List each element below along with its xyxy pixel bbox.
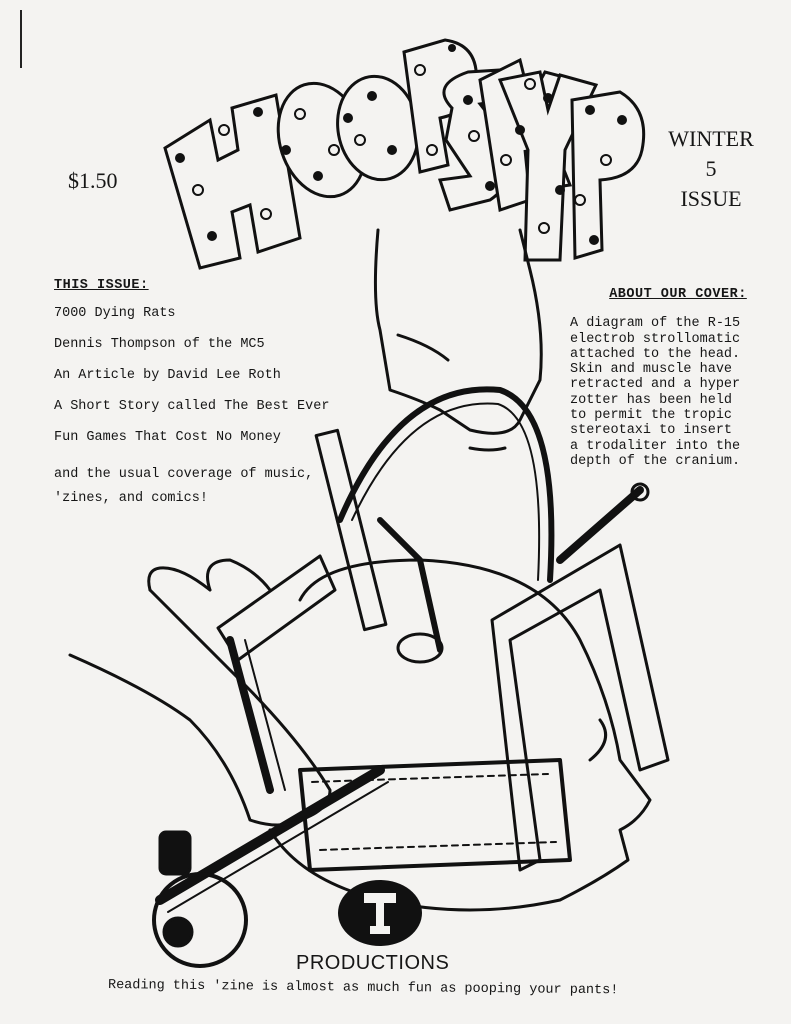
contents-list: THIS ISSUE: 7000 Dying Rats Dennis Thomp… <box>54 278 384 508</box>
contents-item: and the usual coverage of music, <box>54 467 314 482</box>
about-cover: ABOUT OUR COVER: A diagram of the R-15 e… <box>570 287 770 469</box>
about-cover-line: electrob strollomatic <box>570 331 741 347</box>
about-cover-line: retracted and a hyper <box>570 377 741 393</box>
about-cover-line: zotter has been held <box>570 392 733 408</box>
about-cover-line: a trodaliter into the <box>570 438 741 454</box>
issue-number: 5 <box>705 156 717 181</box>
productions-label: PRODUCTIONS <box>296 952 450 974</box>
contents-item: Dennis Thompson of the MC5 <box>54 337 265 352</box>
about-cover-line: to permit the tropic <box>570 408 733 424</box>
about-cover-line: Skin and muscle have <box>570 362 733 378</box>
contents-item: Fun Games That Cost No Money <box>54 430 281 445</box>
masthead-title-logo <box>163 38 646 270</box>
about-cover-line: depth of the cranium. <box>570 453 741 469</box>
cover-price: $1.50 <box>68 168 118 193</box>
about-cover-line: attached to the head. <box>570 346 741 362</box>
contents-item: A Short Story called The Best Ever <box>54 399 330 414</box>
about-cover-heading: ABOUT OUR COVER: <box>609 287 747 302</box>
issue-season: WINTER <box>668 126 754 151</box>
issue-info: WINTER 5 ISSUE <box>655 124 767 214</box>
margin-mark <box>20 10 22 68</box>
about-cover-line: A diagram of the R-15 <box>570 316 741 332</box>
hammer-logo <box>338 880 422 946</box>
issue-label: ISSUE <box>680 186 742 211</box>
contents-heading: THIS ISSUE: <box>54 278 149 293</box>
contents-item: 7000 Dying Rats <box>54 306 176 321</box>
contents-item: An Article by David Lee Roth <box>54 368 281 383</box>
contents-item: 'zines, and comics! <box>54 491 208 506</box>
about-cover-line: stereotaxi to insert <box>570 423 733 439</box>
